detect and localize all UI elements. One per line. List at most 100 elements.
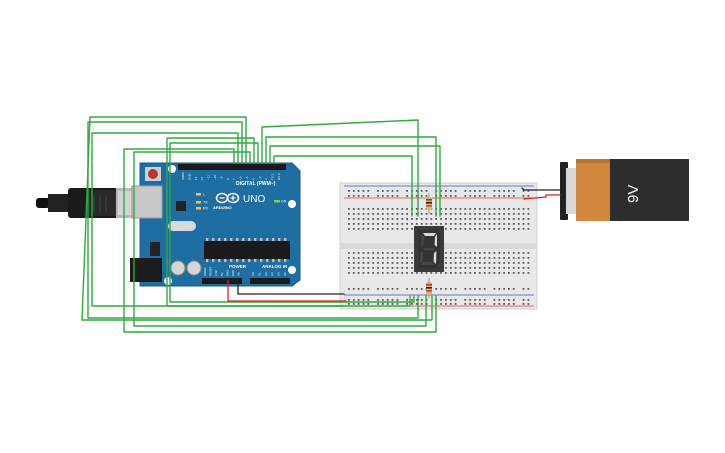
breadboard-hole xyxy=(372,208,375,210)
seven-segment-display[interactable] xyxy=(414,226,444,272)
breadboard-hole xyxy=(362,213,365,215)
breadboard-hole xyxy=(449,223,452,225)
breadboard-hole xyxy=(449,228,452,230)
power-pin-label: IOREF xyxy=(203,267,207,276)
breadboard-hole xyxy=(357,252,360,254)
breadboard-hole xyxy=(348,299,350,301)
breadboard-hole xyxy=(459,213,462,215)
breadboard-hole xyxy=(381,303,384,305)
breadboard-hole xyxy=(415,213,418,215)
breadboard-hole xyxy=(459,228,462,230)
digital-pin-label: RX 0 xyxy=(277,173,281,180)
breadboard-hole xyxy=(425,272,428,274)
breadboard-hole xyxy=(381,195,384,197)
breadboard-hole xyxy=(406,213,408,215)
breadboard-hole xyxy=(420,223,423,225)
breadboard-hole xyxy=(449,272,452,274)
breadboard-hole xyxy=(440,218,442,220)
breadboard-hole xyxy=(474,272,476,274)
wire-group[interactable] xyxy=(81,116,561,333)
breadboard-hole xyxy=(527,267,530,269)
breadboard-hole xyxy=(454,213,457,215)
digital-pin-label: AREF xyxy=(181,172,185,180)
breadboard-hole xyxy=(401,252,404,254)
breadboard-hole xyxy=(411,272,413,274)
resistor-bottom[interactable] xyxy=(426,278,432,298)
breadboard-hole xyxy=(352,272,355,274)
breadboard-hole xyxy=(372,257,375,259)
breadboard-hole xyxy=(420,218,423,220)
breadboard-hole xyxy=(411,288,413,290)
breadboard-hole xyxy=(391,208,394,210)
breadboard-hole xyxy=(362,303,365,305)
breadboard-hole xyxy=(522,257,525,259)
breadboard-hole xyxy=(386,288,389,290)
breadboard-hole xyxy=(483,228,486,230)
breadboard-hole xyxy=(512,252,515,254)
breadboard-hole xyxy=(493,267,496,269)
breadboard-hole xyxy=(517,252,520,254)
chip-pin xyxy=(284,238,287,241)
breadboard-hole xyxy=(401,213,404,215)
breadboard-hole xyxy=(396,213,399,215)
breadboard-hole xyxy=(386,213,389,215)
breadboard-hole xyxy=(348,223,350,225)
breadboard-hole xyxy=(367,303,370,305)
breadboard-hole xyxy=(415,223,418,225)
breadboard-hole xyxy=(508,299,510,301)
resistor-top[interactable] xyxy=(426,193,432,214)
battery-9v[interactable]: 9V xyxy=(560,159,689,221)
breadboard-hole xyxy=(464,288,467,290)
breadboard-hole xyxy=(386,299,389,301)
breadboard-hole xyxy=(517,262,520,264)
power-pin-label: GND xyxy=(231,270,235,276)
breadboard-hole xyxy=(430,223,433,225)
breadboard-hole xyxy=(391,218,394,220)
breadboard-hole xyxy=(406,299,408,301)
breadboard-hole xyxy=(367,208,370,210)
breadboard-hole xyxy=(352,299,355,301)
breadboard-hole xyxy=(474,195,476,197)
chip-pin xyxy=(212,238,215,241)
chip-pin xyxy=(254,238,257,241)
breadboard-hole xyxy=(503,228,505,230)
breadboard-hole xyxy=(357,218,360,220)
breadboard-hole xyxy=(517,218,520,220)
breadboard-hole xyxy=(440,190,442,192)
breadboard-hole xyxy=(372,252,375,254)
breadboard-hole xyxy=(386,218,389,220)
breadboard-hole xyxy=(391,262,394,264)
breadboard-hole xyxy=(411,303,413,305)
breadboard-hole xyxy=(352,252,355,254)
breadboard-hole xyxy=(493,299,496,301)
breadboard-hole xyxy=(391,195,394,197)
breadboard-hole xyxy=(498,228,501,230)
breadboard-hole xyxy=(381,213,384,215)
breadboard-hole xyxy=(464,299,467,301)
breadboard-hole xyxy=(396,208,399,210)
breadboard-hole xyxy=(396,299,399,301)
breadboard-hole xyxy=(512,195,515,197)
breadboard-hole xyxy=(454,257,457,259)
breadboard-hole xyxy=(493,272,496,274)
breadboard-hole xyxy=(352,218,355,220)
rx-led-label: RX xyxy=(203,207,209,211)
power-pin-label: Vin xyxy=(237,272,241,276)
analog-pin-label: A5 xyxy=(283,272,287,276)
breadboard-hole xyxy=(381,252,384,254)
breadboard-hole xyxy=(420,288,423,290)
breadboard-hole xyxy=(527,195,530,197)
segment-c xyxy=(433,251,437,264)
breadboard-hole xyxy=(406,257,408,259)
breadboard-hole xyxy=(449,208,452,210)
breadboard-hole xyxy=(474,213,476,215)
breadboard-hole xyxy=(411,262,413,264)
breadboard-hole xyxy=(430,213,433,215)
reset-button[interactable] xyxy=(145,167,161,181)
breadboard-hole xyxy=(512,257,515,259)
digital-pin-label: 7 xyxy=(232,178,236,180)
breadboard-hole xyxy=(493,213,496,215)
breadboard-hole xyxy=(386,257,389,259)
breadboard-hole xyxy=(508,213,510,215)
